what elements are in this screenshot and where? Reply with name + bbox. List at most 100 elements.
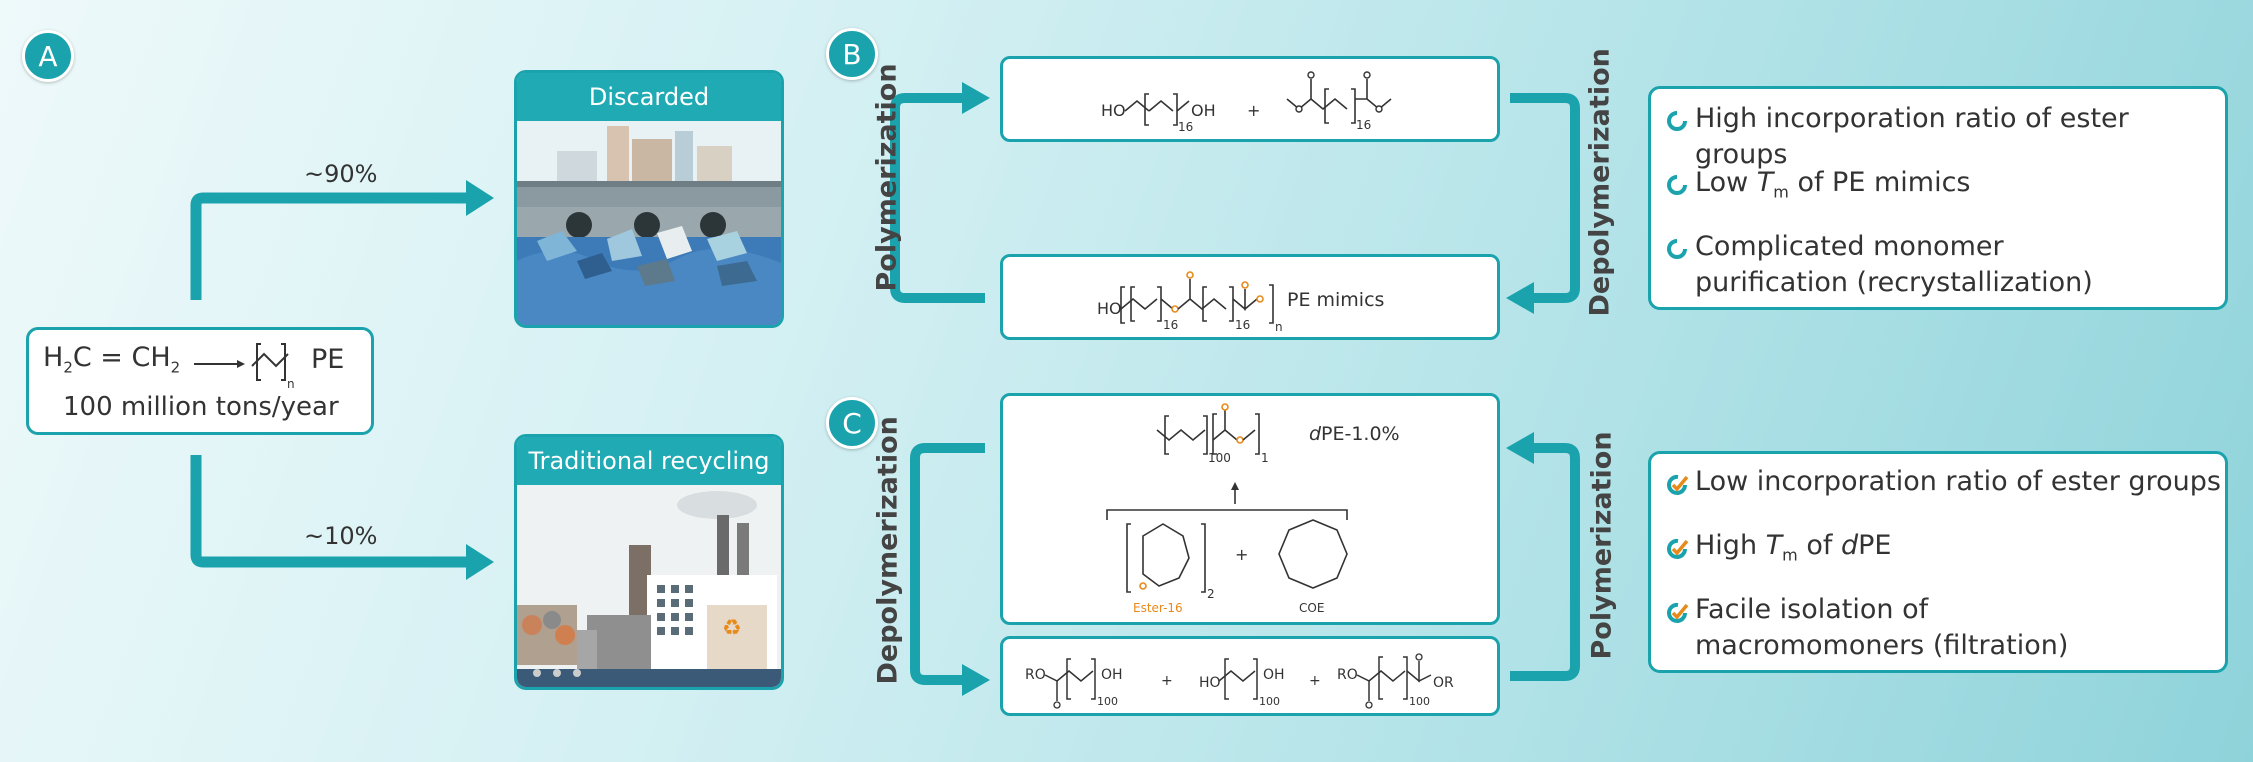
pct-recycling: ~10% xyxy=(304,522,378,550)
b-pe-mimics: PE mimics xyxy=(1287,289,1384,311)
c-macromonomer-box: RO 100 OH + HO 100 OH + RO 100 OR xyxy=(1000,636,1500,716)
pct-discarded: ~90% xyxy=(304,160,378,188)
b-sub16-d: 16 xyxy=(1235,318,1250,332)
c-item2-check-icon xyxy=(1667,538,1689,559)
arrowhead-c-depoly xyxy=(962,664,990,696)
arrowhead-discarded xyxy=(466,180,494,216)
discarded-panel: Discarded xyxy=(514,70,784,328)
discarded-title: Discarded xyxy=(517,73,781,121)
c-ro-b: RO xyxy=(1337,667,1358,683)
arrow-to-discarded xyxy=(190,192,470,300)
eq-ch-sub: 2 xyxy=(170,358,181,377)
c-sub1: 1 xyxy=(1261,451,1269,465)
arrow-to-recycling xyxy=(190,455,470,568)
arrowhead-recycling xyxy=(466,544,494,580)
c-oh-a: OH xyxy=(1101,667,1123,683)
c-item2-c: PE xyxy=(1858,530,1892,561)
c-item-2: High Tm of dPE xyxy=(1695,528,1891,573)
c-ho: HO xyxy=(1199,675,1221,691)
b-mon-ho: HO xyxy=(1101,101,1126,120)
b-poly-ho: HO xyxy=(1097,299,1122,318)
c-item3-a: Facile isolation of xyxy=(1695,594,1929,625)
c-or: OR xyxy=(1433,675,1454,691)
pe-n: n xyxy=(287,377,295,391)
c-item-3: Facile isolation of macromomoners (filtra… xyxy=(1695,592,2068,664)
c-sub100-c: 100 xyxy=(1409,695,1430,708)
b-item-2: Low Tm of PE mimics xyxy=(1695,165,1971,210)
c-plus-2: + xyxy=(1309,673,1321,689)
c-item3-check-icon xyxy=(1667,602,1689,623)
arrowhead-c-poly xyxy=(1506,432,1534,464)
eq-ch: C = CH xyxy=(72,342,171,373)
b-plus: + xyxy=(1247,101,1260,120)
b-mon-oh: OH xyxy=(1191,101,1216,120)
arrow-c-polymerization xyxy=(1510,443,1580,681)
panel-badge-b: B xyxy=(826,28,878,80)
b-depolymerization-label: Depolymerization xyxy=(1584,48,1616,317)
c-depolymerization-label: Depolymerization xyxy=(872,416,904,685)
c-item2-m: m xyxy=(1782,545,1798,565)
c-dpe-d: d xyxy=(1309,423,1322,445)
pe-label: PE xyxy=(311,344,345,375)
b-item3-b: purification (recrystallization) xyxy=(1695,267,2093,298)
b-monomers-structure: HO 16 OH + 16 xyxy=(1101,71,1392,134)
polluted-water-illustration xyxy=(517,121,781,325)
b-item-3: Complicated monomer purification (recryst… xyxy=(1695,229,2093,301)
b-monomer-box: HO 16 OH + 16 xyxy=(1000,56,1500,142)
c-item2-a: High xyxy=(1695,530,1766,561)
c-item-1: Low incorporation ratio of ester groups xyxy=(1695,464,2221,500)
tons-label: 100 million tons/year xyxy=(63,392,339,422)
c-item2-b: of xyxy=(1797,530,1841,561)
c-item2-t: T xyxy=(1765,530,1783,561)
b-item2-circle-icon xyxy=(1667,175,1687,195)
b-polymerization-label: Polymerization xyxy=(871,63,903,292)
b-item-1: High incorporation ratio of ester groups xyxy=(1695,101,2225,173)
b-polymer-box: HO 16 16 n PE mimics xyxy=(1000,254,1500,340)
b-poly-n: n xyxy=(1275,320,1283,334)
b-sub16-a: 16 xyxy=(1178,120,1193,134)
c-ro: RO xyxy=(1025,667,1046,683)
b-item2-m: m xyxy=(1773,182,1789,202)
recycling-panel: Traditional recycling ♻ xyxy=(514,434,784,690)
b-sub16-c: 16 xyxy=(1163,318,1178,332)
b-item2-a: Low xyxy=(1695,167,1757,198)
b-item2-b: of PE mimics xyxy=(1788,167,1971,198)
c-coe: COE xyxy=(1299,601,1324,615)
c-sub100-a: 100 xyxy=(1097,695,1118,708)
arrow-c-depolymerization xyxy=(910,443,985,685)
ethylene-formula: H2C = CH2 xyxy=(43,342,180,376)
c-oh-b: OH xyxy=(1263,667,1285,683)
c-features-box: Low incorporation ratio of ester groups … xyxy=(1648,451,2228,673)
c-macromonomers-structure: RO 100 OH + HO 100 OH + RO 100 OR xyxy=(1025,653,1454,709)
b-item1-text: High incorporation ratio of ester groups xyxy=(1695,103,2129,170)
eq-h-sub: 2 xyxy=(63,358,73,377)
b-features-box: High incorporation ratio of ester groups… xyxy=(1648,86,2228,310)
c-dpe-box: 100 1 d PE-1.0% 2 Ester-16 + COE xyxy=(1000,393,1500,625)
b-item1-circle-icon xyxy=(1667,111,1687,131)
c-sub100-b: 100 xyxy=(1259,695,1280,708)
recycling-title: Traditional recycling xyxy=(517,437,781,485)
arrowhead-b-poly xyxy=(962,82,990,114)
eq-h: H xyxy=(43,342,64,373)
c-polymerization-label: Polymerization xyxy=(1586,431,1618,660)
c-sub100: 100 xyxy=(1208,451,1231,465)
c-item1-check-icon xyxy=(1667,474,1689,495)
pe-box: H2C = CH2 n PE 100 million tons/year xyxy=(26,327,374,435)
c-plus-top: + xyxy=(1235,545,1248,564)
b-item3-a: Complicated monomer xyxy=(1695,231,2004,262)
panel-badge-a: A xyxy=(22,30,74,82)
svg-text:♻: ♻ xyxy=(722,616,742,641)
arrow-b-polymerization xyxy=(890,93,985,303)
c-item1-text: Low incorporation ratio of ester groups xyxy=(1695,466,2221,497)
arrow-b-depolymerization xyxy=(1510,93,1580,303)
b-pe-mimic-structure: HO 16 16 n PE mimics xyxy=(1097,271,1384,334)
c-item2-d: d xyxy=(1840,530,1859,561)
c-dpe-structure: 100 1 d PE-1.0% 2 Ester-16 + COE xyxy=(1106,403,1400,615)
b-item2-t: T xyxy=(1756,167,1774,198)
panel-badge-c: C xyxy=(826,397,878,449)
factory-illustration: ♻ xyxy=(517,485,781,687)
c-item3-b: macromomoners (filtration) xyxy=(1695,630,2069,661)
c-plus-1: + xyxy=(1161,673,1173,689)
